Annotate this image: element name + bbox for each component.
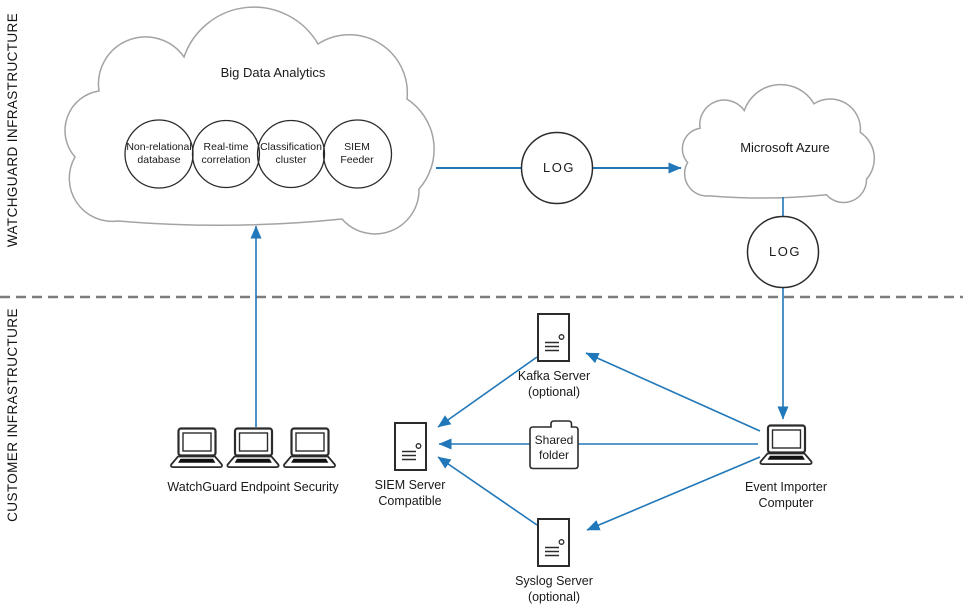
non-relational-database-label: Non-relational database [126, 141, 192, 167]
shared-folder-icon [529, 420, 579, 470]
siem-feeder-label: SIEM Feeder [340, 141, 374, 167]
shared-folder-label: Shared folder [534, 433, 574, 463]
endpoint-security-label: WatchGuard Endpoint Security [167, 480, 339, 494]
log-badge-1-circle [520, 131, 594, 205]
classification-cluster-circle [256, 119, 326, 189]
event-importer-label: Event Importer Computer [745, 480, 827, 510]
big-data-analytics-title: Big Data Analytics [220, 65, 326, 80]
kafka-server-label: Kafka Server (optional) [517, 369, 591, 399]
syslog-server-label: Syslog Server (optional) [515, 574, 593, 604]
syslog-server-icon [537, 518, 570, 567]
big-data-cloud-icon [64, 6, 435, 235]
siem-server-label: SIEM Server Compatible [374, 478, 446, 508]
zone-label-customer-infrastructure: CUSTOMER INFRASTRUCTURE [5, 308, 20, 522]
real-time-correlation-label: Real-time correlation [201, 141, 251, 167]
arrow-event-importer-to-syslog [586, 456, 761, 531]
laptop-icon [282, 427, 337, 469]
real-time-correlation-circle [191, 119, 261, 189]
siem-server-icon [394, 422, 427, 471]
laptop-icon [226, 427, 280, 469]
event-importer-laptop-icon [759, 424, 813, 466]
analytics-components [124, 119, 393, 189]
arrow-event-importer-to-kafka [585, 352, 761, 432]
log-badge-2-label: LOG [769, 244, 801, 259]
log-badge-2-circle [746, 215, 820, 289]
classification-cluster-label: Classification cluster [260, 141, 322, 167]
zone-label-watchguard-infrastructure: WATCHGUARD INFRASTRUCTURE [5, 12, 20, 248]
log-badge-1-label: LOG [543, 160, 575, 175]
kafka-server-icon [537, 313, 570, 362]
arrow-syslog-to-siem [437, 456, 538, 526]
laptop-icon [169, 427, 224, 469]
microsoft-azure-title: Microsoft Azure [740, 140, 830, 155]
connectors [250, 162, 789, 531]
endpoint-laptops [169, 427, 337, 469]
siem-feeder-circle [322, 119, 393, 189]
arrow-kafka-to-siem [437, 356, 538, 428]
